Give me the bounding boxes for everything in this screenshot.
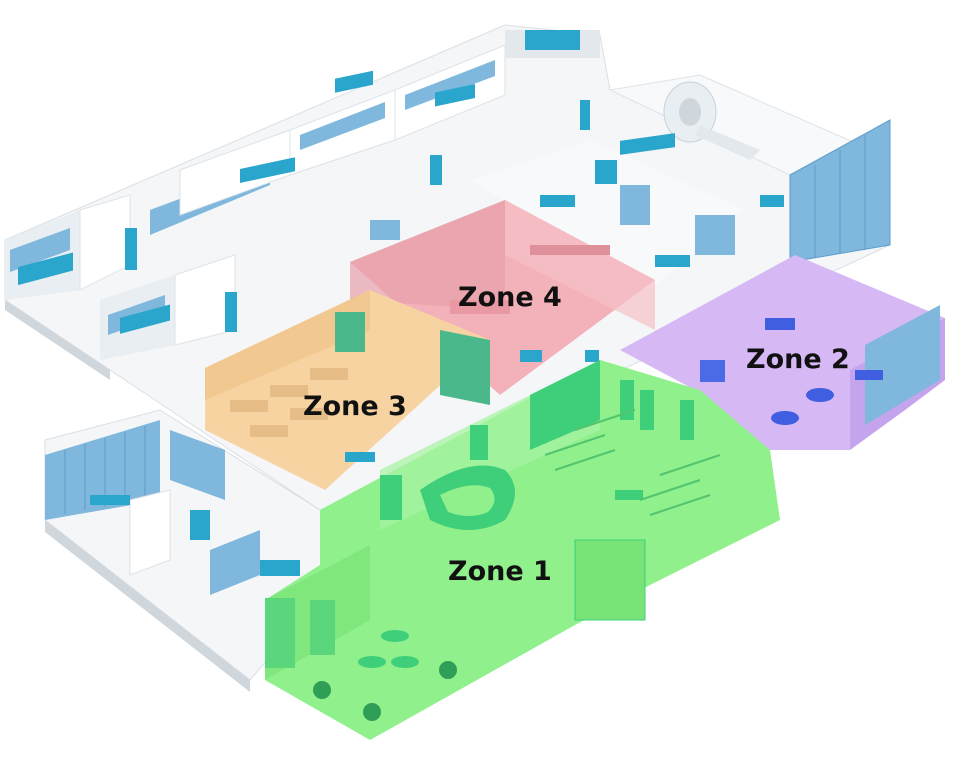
zone-4-back-wall [350,200,505,310]
zone-4-area [350,200,655,395]
zone-3-right-wall [440,330,490,405]
patient-rooms-top [179,30,600,216]
zone-3-label: Zone 3 [303,391,407,422]
table-icon [381,630,409,642]
mri-room [608,74,891,263]
zone-2-blue-panel [865,305,940,425]
zone-4-label: Zone 4 [458,282,562,313]
zone-1-area [265,360,780,740]
zone-1-tables [358,490,643,668]
zone-1-floor [265,360,780,740]
zone-3-area [205,290,490,490]
reception-desk-icon [420,465,515,530]
zone-2-label: Zone 2 [746,344,850,375]
zone-1-chairs [544,409,721,516]
exit-sign-icon [380,425,488,520]
lab-area [370,133,745,290]
table-icon [771,411,799,425]
zone-3-back-wall [205,290,370,400]
mri-scanner-icon [663,81,760,160]
table-icon [391,656,419,668]
zone-2-tables [700,318,883,425]
plant-icon [313,661,457,721]
lower-left-rooms [45,420,300,595]
table-icon [358,656,386,668]
zone-2-area [620,255,945,450]
table-icon [806,388,834,402]
zone-4-right-wall [505,200,655,330]
zone-1-label: Zone 1 [448,556,552,587]
